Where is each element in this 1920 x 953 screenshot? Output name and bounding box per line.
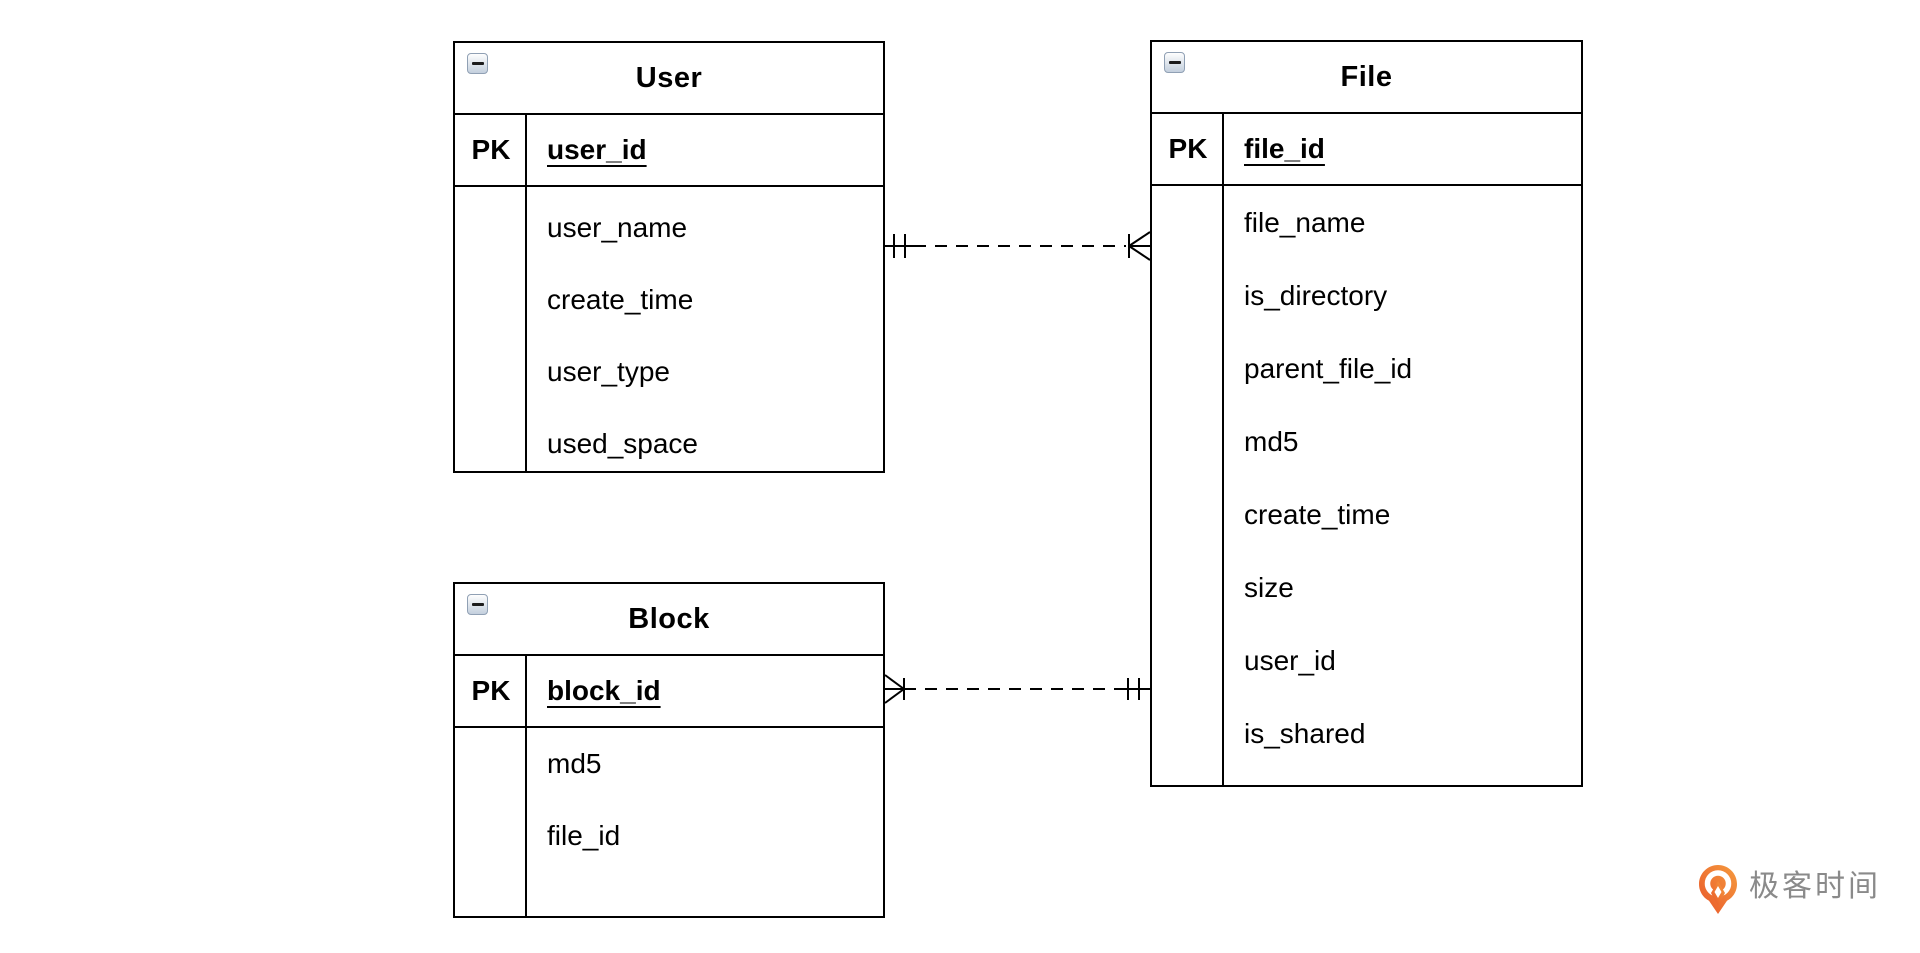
collapse-icon[interactable]: [467, 594, 488, 615]
primary-key-row: PK user_id: [455, 115, 883, 187]
minus-icon: [471, 603, 484, 606]
field-row: size: [1244, 571, 1294, 603]
entity-table-user: User PK user_id user_name create_time us…: [453, 41, 885, 473]
geektime-watermark: 极客时间: [1698, 864, 1881, 916]
pk-column-divider: [525, 654, 527, 916]
pk-label: PK: [471, 675, 511, 706]
field-row: file_name: [1244, 206, 1366, 238]
primary-key-row: PK file_id: [1152, 114, 1581, 186]
crow-foot-many-marker: [1128, 231, 1151, 261]
field-row: is_shared: [1244, 717, 1366, 749]
entity-table-file: File PK file_id file_name is_directory p…: [1150, 40, 1583, 787]
relationship-user-file: [885, 231, 1151, 261]
field-row: create_time: [547, 284, 694, 315]
pk-field-name: user_id: [547, 134, 647, 165]
pk-column-divider: [1222, 112, 1224, 785]
pk-field-name: block_id: [547, 675, 661, 706]
field-row: create_time: [1244, 498, 1391, 530]
pk-column-divider: [525, 113, 527, 471]
pk-field-name: file_id: [1244, 133, 1325, 164]
table-title: File: [1340, 60, 1393, 93]
field-list: user_name create_time user_type used_spa…: [455, 187, 883, 480]
table-title: Block: [628, 602, 710, 635]
field-row: user_id: [1244, 644, 1336, 676]
crow-foot-many-marker: [884, 674, 905, 704]
table-header-file: File: [1152, 42, 1581, 114]
table-header-user: User: [455, 43, 883, 115]
brand-name: 极客时间: [1749, 870, 1881, 903]
cardinality-one-marker: [1127, 678, 1140, 700]
field-row: user_type: [547, 356, 670, 387]
geektime-logo-icon: [1699, 865, 1737, 914]
field-list: file_name is_directory parent_file_id md…: [1152, 186, 1581, 770]
field-row: is_directory: [1244, 279, 1388, 311]
field-row: user_name: [547, 212, 688, 243]
pk-label: PK: [471, 134, 511, 165]
collapse-icon[interactable]: [467, 53, 488, 74]
pk-label: PK: [1168, 133, 1208, 164]
table-title: User: [635, 61, 703, 94]
collapse-icon[interactable]: [1164, 52, 1185, 73]
field-list: md5 file_id: [455, 728, 883, 872]
primary-key-row: PK block_id: [455, 656, 883, 728]
minus-icon: [1168, 61, 1181, 64]
field-row: file_id: [547, 820, 621, 851]
minus-icon: [471, 62, 484, 65]
entity-table-block: Block PK block_id md5 file_id: [453, 582, 885, 918]
field-row: parent_file_id: [1244, 352, 1413, 384]
cardinality-one-marker: [893, 234, 906, 258]
field-row: md5: [547, 748, 602, 779]
field-row: used_space: [547, 428, 699, 459]
table-header-block: Block: [455, 584, 883, 656]
relationship-block-file: [884, 674, 1150, 704]
field-row: md5: [1244, 425, 1299, 457]
